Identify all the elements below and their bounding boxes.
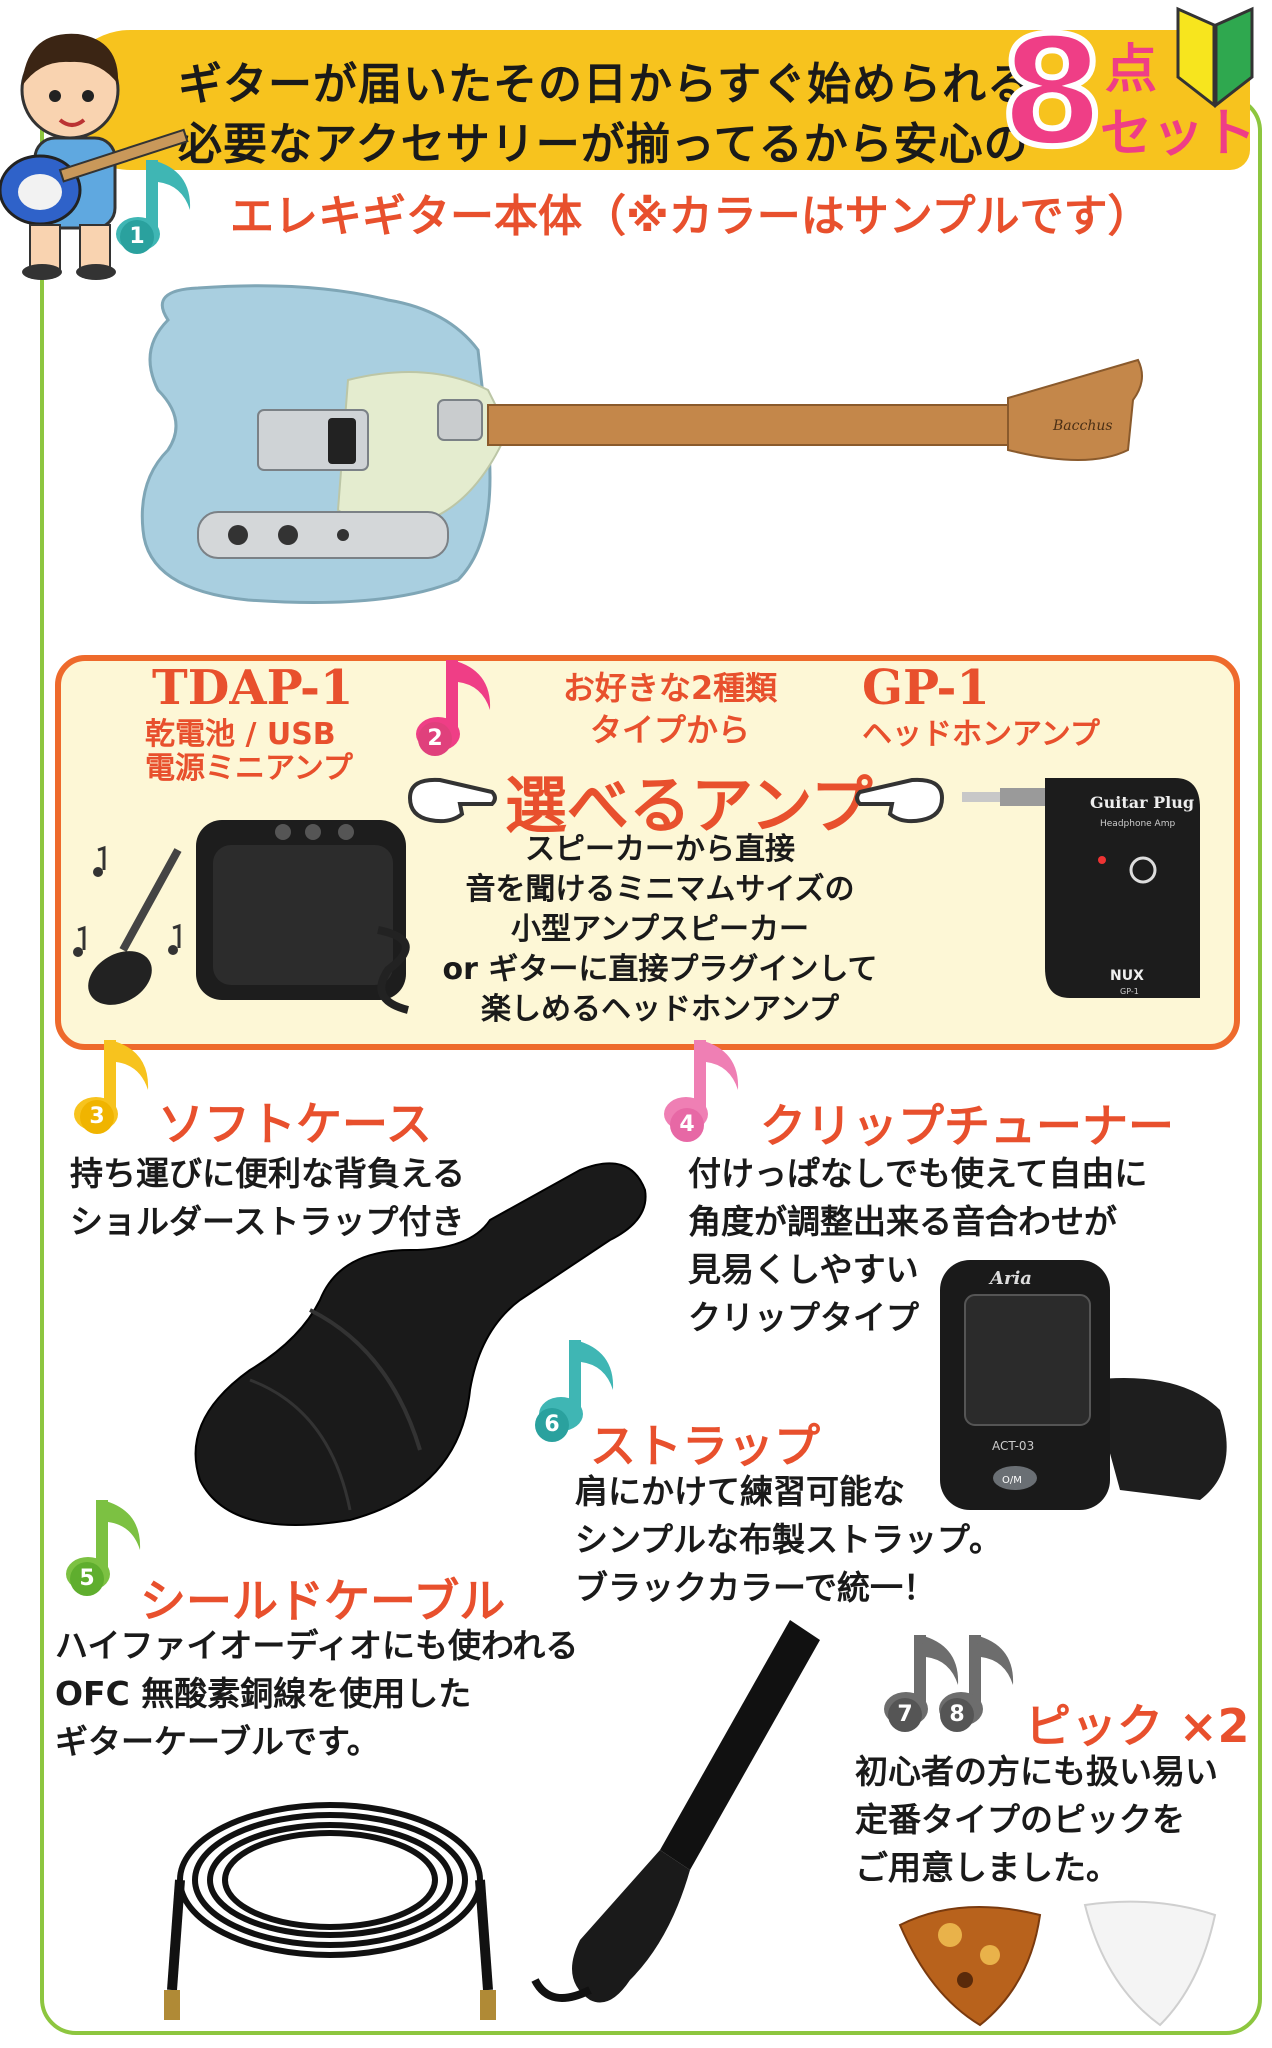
picks-image [898, 1900, 1217, 2027]
headphone-amp-brand: Guitar Plug [1090, 793, 1194, 812]
amp-desc-2: 音を聞けるミニマムサイズの [465, 872, 855, 907]
mini-amp-image [73, 820, 410, 1014]
soft-case-image [194, 1162, 647, 1526]
amp-choose-sub-1: お好きな2種類 [562, 669, 778, 707]
gp1-desc: ヘッドホンアンプ [862, 717, 1100, 752]
amp-desc-3: 小型アンプスピーカー [511, 912, 809, 947]
beginner-mark-icon [1176, 6, 1254, 109]
item-number-badge: 1 [120, 220, 154, 254]
tuner-model: ACT-03 [992, 1439, 1034, 1453]
clip-tuner-image: Aria ACT-03 O/M [940, 1260, 1227, 1510]
electric-guitar-image: Bacchus [140, 284, 1143, 604]
item-number-badge: 2 [418, 722, 452, 756]
cable-desc-2: OFC 無酸素銅線を使用した [55, 1674, 472, 1713]
item-number-badge: 4 [670, 1108, 704, 1142]
shield-cable-image [164, 1802, 496, 2020]
strap-title: ストラップ [590, 1419, 820, 1473]
pointing-hand-icon [855, 777, 945, 824]
strap-image [531, 1620, 820, 2003]
cable-desc-1: ハイファイオーディオにも使われる [55, 1626, 579, 1665]
amp-desc-5: 楽しめるヘッドホンアンプ [481, 992, 839, 1027]
item-number-badge: 3 [80, 1100, 114, 1134]
tuner-button: O/M [1002, 1475, 1022, 1486]
cable-desc-3: ギターケーブルです。 [55, 1722, 380, 1761]
headphone-amp-model: GP-1 [1120, 987, 1139, 996]
banner-line-2: 必要なアクセサリーが揃ってるから安心の [178, 119, 1029, 170]
tuner-title: クリップチューナー [760, 1099, 1174, 1153]
tuner-brand: Aria [988, 1268, 1032, 1289]
cable-title: シールドケーブル [140, 1574, 506, 1628]
amp-choose-sub-2: タイプから [589, 711, 750, 749]
tdap1-model: TDAP-1 [152, 660, 354, 716]
set-count: 8 [997, 6, 1107, 180]
headstock-logo: Bacchus [1052, 418, 1113, 434]
tdap1-desc-1: 乾電池 / USB [145, 717, 336, 752]
pointing-hand-icon [407, 777, 497, 824]
guitar-title: エレキギター本体（※カラーはサンプルです） [230, 191, 1152, 242]
strap-desc-3: ブラックカラーで統一！ [575, 1568, 937, 1607]
amp-desc-1: スピーカーから直接 [525, 832, 795, 867]
headphone-amp-maker: NUX [1110, 968, 1144, 984]
headphone-amp-image: Guitar Plug Headphone Amp NUX GP-1 [962, 778, 1200, 998]
item-number-badge: 8 [940, 1698, 974, 1732]
headphone-amp-sub: Headphone Amp [1100, 819, 1175, 829]
strap-desc-2: シンプルな布製ストラップ。 [575, 1520, 1003, 1559]
item-number-badge: 5 [70, 1562, 104, 1596]
banner-line-1: ギターが届いたその日からすぐ始められる [178, 59, 1033, 110]
pick-desc-1: 初心者の方にも扱い易い [855, 1752, 1218, 1791]
case-desc-1: 持ち運びに便利な背負える [70, 1154, 466, 1193]
pick-desc-2: 定番タイプのピックを [855, 1800, 1185, 1839]
tdap1-desc-2: 電源ミニアンプ [145, 751, 353, 786]
tuner-desc-3: 見易くしやすい [688, 1250, 919, 1289]
top-banner [60, 30, 1250, 170]
case-title: ソフトケース [158, 1097, 432, 1151]
tuner-desc-2: 角度が調整出来る音合わせが [688, 1202, 1117, 1241]
set-count-unit: 点 [1105, 40, 1158, 100]
pick-desc-3: ご用意しました。 [855, 1848, 1119, 1887]
strap-desc-1: 肩にかけて練習可能な [575, 1472, 905, 1511]
boy-with-guitar-illustration [0, 33, 189, 280]
set-label: セット [1100, 104, 1257, 164]
tuner-desc-4: クリップタイプ [688, 1298, 919, 1337]
tuner-desc-1: 付けっぱなしでも使えて自由に [688, 1154, 1148, 1193]
item-number-badge: 7 [888, 1698, 922, 1732]
item-number-badge: 6 [535, 1408, 569, 1442]
amp-choose-title: 選べるアンプ [505, 769, 873, 842]
amp-desc-4: or ギターに直接プラグインして [442, 952, 878, 987]
gp1-model: GP-1 [862, 660, 990, 716]
pick-title: ピック ×2 [1025, 1699, 1250, 1753]
case-desc-2: ショルダーストラップ付き [70, 1202, 465, 1241]
